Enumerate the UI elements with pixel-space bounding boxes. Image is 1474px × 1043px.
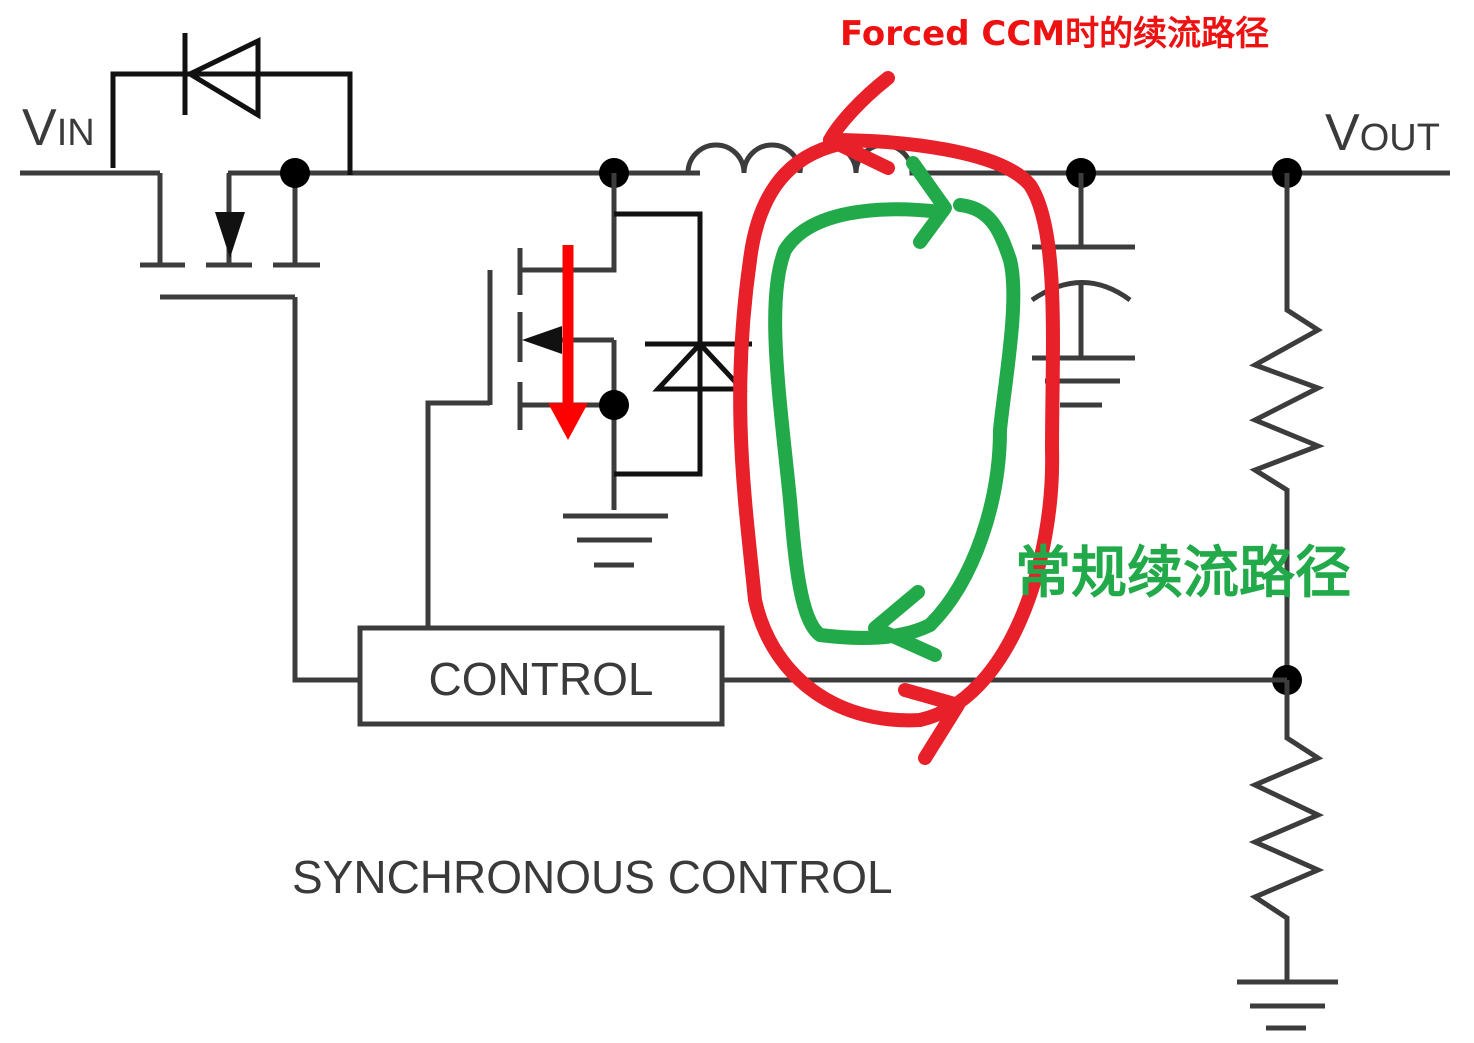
caption: SYNCHRONOUS CONTROL — [292, 851, 893, 903]
high-side-mosfet — [140, 158, 360, 683]
control-label: CONTROL — [429, 653, 654, 705]
normal-path-annotation: 常规续流路径 — [1015, 541, 1351, 606]
high-side-body-diode — [110, 33, 353, 175]
current-direction-arrow — [548, 245, 588, 440]
low-side-mosfet — [425, 158, 752, 628]
forced-ccm-annotation: Forced CCM时的续流路径 — [840, 14, 1269, 54]
normal-loop — [768, 156, 1021, 662]
forced-ccm-loop — [733, 71, 1060, 765]
control-block: CONTROL — [357, 625, 725, 727]
input-rail — [20, 170, 700, 265]
feedback-divider — [722, 158, 1338, 1031]
vin-label: VIN — [22, 99, 95, 157]
vout-label: VOUT — [1325, 104, 1440, 162]
